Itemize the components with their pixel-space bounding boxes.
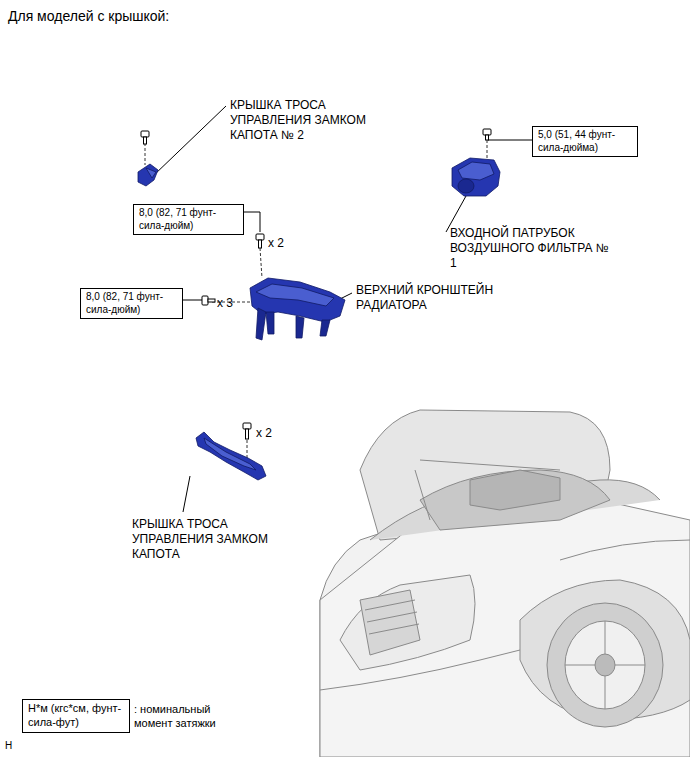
part-name: ВЕРХНИЙ КРОНШТЕЙН РАДИАТОРА <box>356 283 516 313</box>
part-name: КРЫШКА ТРОСА УПРАВЛЕНИЯ ЗАМКОМ КАПОТА № … <box>230 98 380 143</box>
box-text: 8,0 (82, 71 фунт-сила-дюйм) <box>139 207 238 232</box>
car-illustration <box>320 410 690 757</box>
quantity: x 2 <box>256 426 286 441</box>
torque-box: 8,0 (82, 71 фунт-сила-дюйм) <box>133 204 244 235</box>
legend-text: : номинальный момент затяжки <box>134 703 234 731</box>
quantity: x 3 <box>217 296 247 311</box>
box-text: Н*м (кгс*см, фунт-сила-фут) <box>28 702 124 730</box>
part-name: КРЫШКА ТРОСА УПРАВЛЕНИЯ ЗАМКОМ КАПОТА <box>132 517 282 562</box>
box-text: 8,0 (82, 71 фунт-сила-дюйм) <box>86 291 177 316</box>
quantity: x 2 <box>268 236 298 251</box>
torque-box: 8,0 (82, 71 фунт-сила-дюйм) <box>80 288 183 319</box>
diagram-title: Для моделей с крышкой: <box>8 8 169 26</box>
part-name: ВХОДНОЙ ПАТРУБОК ВОЗДУШНОГО ФИЛЬТРА № 1 <box>450 226 610 271</box>
figure-code: H <box>5 740 25 753</box>
box-text: 5,0 (51, 44 фунт-сила-дюйма) <box>538 129 632 154</box>
torque-box: 5,0 (51, 44 фунт-сила-дюйма) <box>532 126 638 157</box>
legend-sample-box: Н*м (кгс*см, фунт-сила-фут) <box>22 699 130 733</box>
